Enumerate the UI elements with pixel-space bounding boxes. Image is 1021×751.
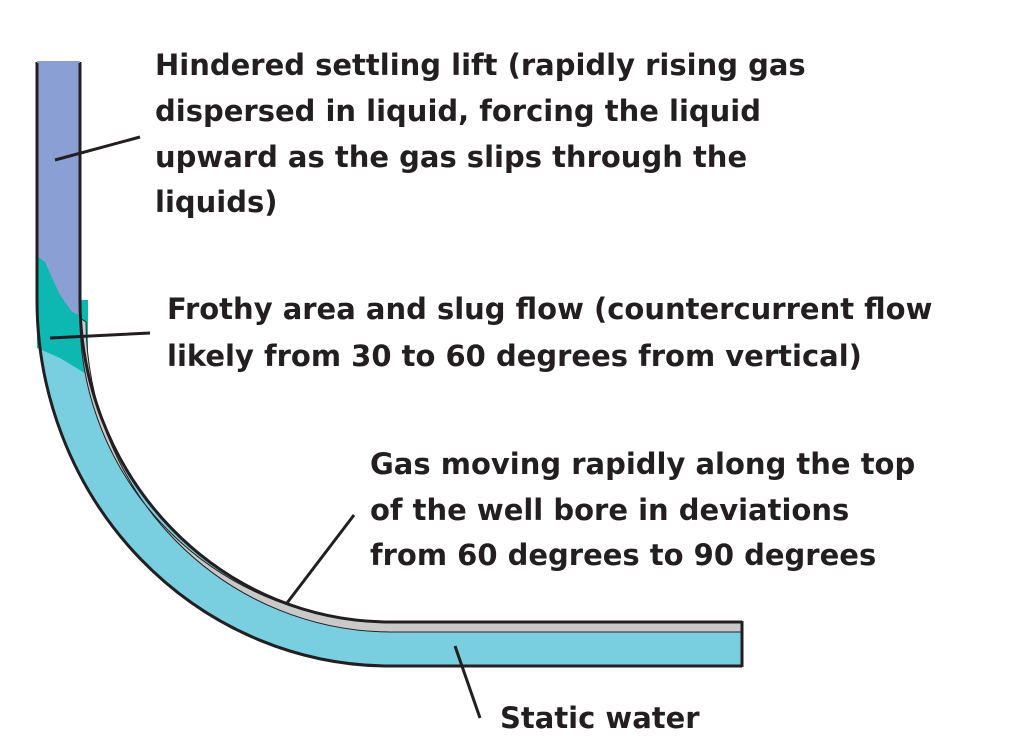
label-gas-3: from 60 degrees to 90 degrees <box>370 538 876 572</box>
label-hindered-2: dispersed in liquid, forcing the liquid <box>155 94 761 128</box>
leader-hindered <box>54 135 141 162</box>
leader-water <box>453 645 482 719</box>
leader-gas <box>285 514 356 604</box>
label-hindered-3: upward as the gas slips through the <box>155 140 747 174</box>
outer-wall <box>35 62 742 668</box>
label-water: Static water <box>500 701 700 735</box>
label-gas-2: of the well bore in deviations <box>370 493 849 527</box>
inner-wall <box>78 62 742 624</box>
label-frothy-2: likely from 30 to 60 degrees from vertic… <box>167 339 862 373</box>
leader-frothy <box>49 331 151 340</box>
hindered-settling-region <box>37 62 80 315</box>
label-frothy-1: Frothy area and slug flow (countercurren… <box>167 292 932 326</box>
label-hindered-4: liquids) <box>155 185 278 219</box>
label-gas-1: Gas moving rapidly along the top <box>370 447 915 481</box>
label-hindered-1: Hindered settling lift (rapidly rising g… <box>155 48 806 82</box>
